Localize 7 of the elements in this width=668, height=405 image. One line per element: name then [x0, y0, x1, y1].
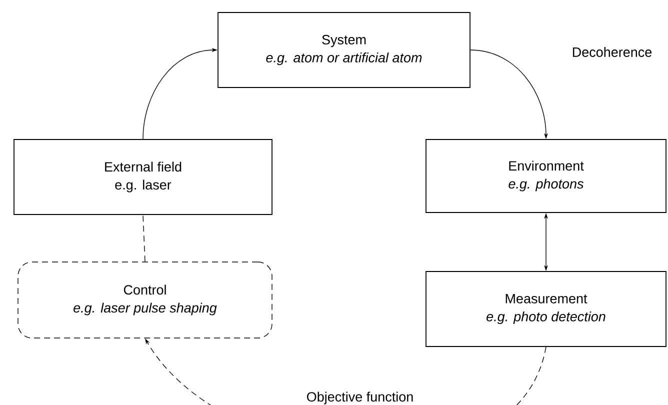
edge-label: Objective function	[304, 390, 416, 405]
process-box: System e.g. atom or artificial atom	[218, 12, 470, 88]
control-box: Control e.g. laser pulse shaping	[18, 262, 272, 338]
process-box: External field e.g. laser	[14, 139, 272, 215]
edge-label: Decoherence	[570, 45, 654, 59]
process-box: Measurement e.g. photo detection	[426, 271, 666, 347]
process-box: Environment e.g. photons	[426, 139, 666, 213]
